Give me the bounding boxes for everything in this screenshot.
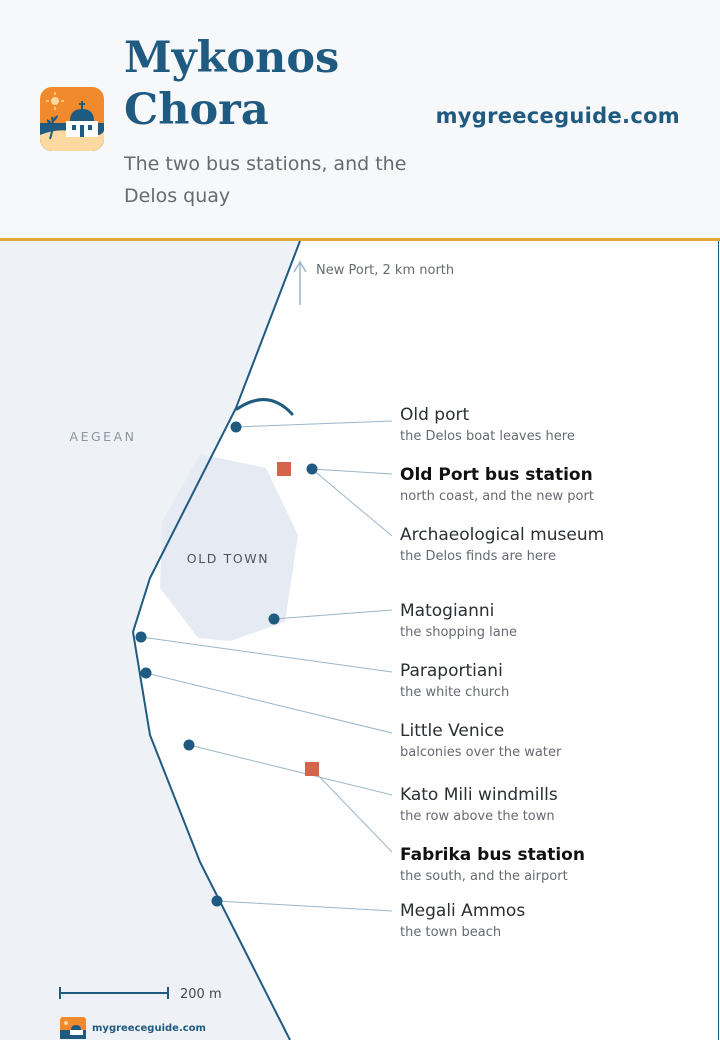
scale-bar (59, 987, 169, 999)
footer-logo-icon (60, 1017, 86, 1039)
place-note-kato-mili-windmills: the row above the town (400, 809, 555, 824)
leader-line-little-venice (145, 672, 393, 734)
place-marker-little-venice[interactable] (140, 667, 152, 679)
leader-line-archaeological-museum (311, 468, 393, 537)
map-frame (718, 241, 719, 1040)
header (0, 0, 720, 238)
place-marker-old-port-bus-station[interactable] (306, 463, 318, 475)
place-note-old-port-bus-station: north coast, and the new port (400, 489, 594, 504)
map-canvas: AEGEAN OLD TOWN New Port, 2 km north Old… (0, 241, 604, 1040)
sea-label: AEGEAN (70, 429, 137, 444)
place-name-little-venice[interactable]: Little Venice (400, 721, 504, 741)
old-town-label: OLD TOWN (187, 551, 269, 566)
old-town-area (160, 454, 298, 641)
place-name-paraportiani[interactable]: Paraportiani (400, 661, 503, 681)
place-note-archaeological-museum: the Delos finds are here (400, 549, 556, 564)
place-name-fabrika-bus-station[interactable]: Fabrika bus station (400, 845, 585, 865)
place-marker-old-port[interactable] (230, 421, 242, 433)
place-note-fabrika-bus-station: the south, and the airport (400, 869, 568, 884)
place-name-matogianni[interactable]: Matogianni (400, 601, 494, 621)
north-arrow (293, 260, 307, 305)
north-note: New Port, 2 km north (316, 263, 454, 278)
place-markers (135, 421, 319, 907)
leader-line-megali-ammos (216, 900, 393, 912)
leader-line-old-port-bus-station (311, 468, 393, 475)
place-note-paraportiani: the white church (400, 685, 509, 700)
place-name-archaeological-museum[interactable]: Archaeological museum (400, 525, 604, 545)
place-marker-matogianni[interactable] (268, 613, 280, 625)
place-name-old-port[interactable]: Old port (400, 405, 469, 425)
title-line-2: Chora (124, 85, 269, 135)
footer: mygreeceguide.com (60, 1017, 206, 1039)
leader-line-matogianni (273, 609, 393, 620)
place-marker-megali-ammos[interactable] (211, 895, 223, 907)
leader-lines (140, 420, 393, 912)
place-marker-paraportiani[interactable] (135, 631, 147, 643)
page-subtitle: The two bus stations, and the Delos quay (124, 153, 407, 207)
page-title: Mykonos Chora (124, 32, 424, 136)
bus-station-marker-old-port-bus-station[interactable] (277, 462, 291, 476)
sea-area (0, 241, 300, 1040)
leader-line-paraportiani (140, 636, 393, 673)
footer-site-link[interactable]: mygreeceguide.com (92, 1022, 206, 1034)
place-note-old-port: the Delos boat leaves here (400, 429, 575, 444)
site-link[interactable]: mygreeceguide.com (435, 104, 680, 128)
place-name-kato-mili-windmills[interactable]: Kato Mili windmills (400, 785, 558, 805)
site-logo-icon[interactable] (40, 87, 104, 151)
leader-line-kato-mili-windmills (188, 744, 393, 796)
place-note-little-venice: balconies over the water (400, 745, 562, 760)
header-accent-rule (0, 238, 720, 241)
bus-station-marker-fabrika-bus-station[interactable] (305, 762, 319, 776)
leader-line-old-port (235, 420, 393, 428)
harbour-pier (235, 398, 294, 416)
place-note-megali-ammos: the town beach (400, 925, 501, 940)
place-name-old-port-bus-station[interactable]: Old Port bus station (400, 465, 593, 485)
scale-label: 200 m (180, 987, 222, 1002)
leader-line-fabrika-bus-station (311, 768, 393, 853)
title-line-1: Mykonos (124, 33, 340, 83)
place-name-megali-ammos[interactable]: Megali Ammos (400, 901, 525, 921)
place-marker-kato-mili-windmills[interactable] (183, 739, 195, 751)
place-note-matogianni: the shopping lane (400, 625, 517, 640)
